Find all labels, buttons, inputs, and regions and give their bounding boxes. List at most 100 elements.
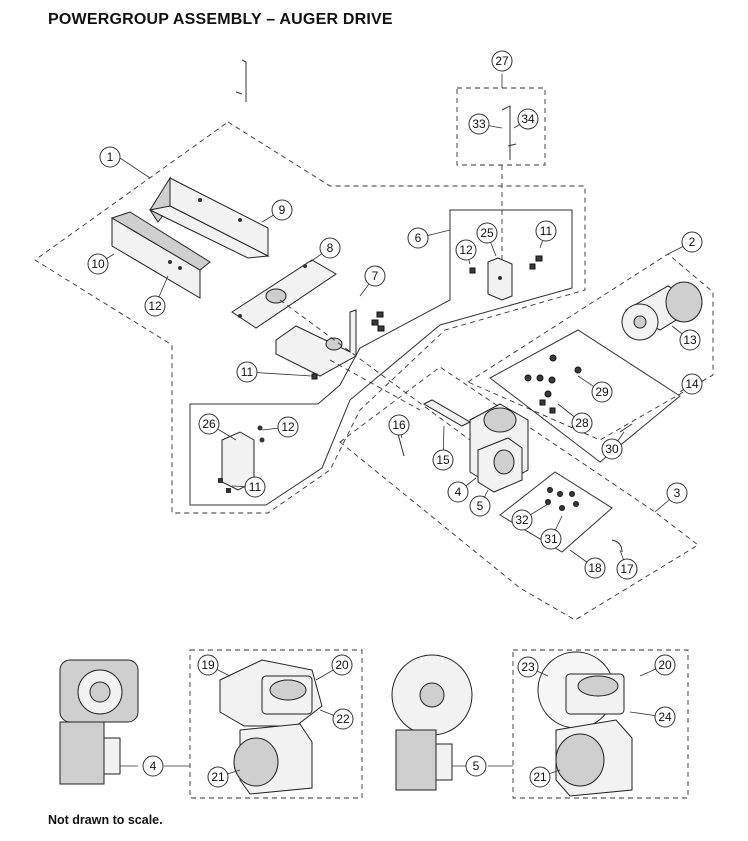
group-6-outline bbox=[189, 209, 573, 506]
callout-3-label: 3 bbox=[674, 486, 681, 500]
bracket-25-icon bbox=[487, 257, 513, 301]
callout-12c-label: 12 bbox=[281, 420, 295, 434]
scale-footnote: Not drawn to scale. bbox=[48, 813, 163, 827]
group-1-outline bbox=[34, 121, 586, 514]
callout-9-label: 9 bbox=[279, 203, 286, 217]
callout-20a: 20 bbox=[331, 654, 353, 676]
callout-21a-label: 21 bbox=[211, 770, 225, 784]
callout-14: 14 bbox=[681, 373, 703, 395]
callout-23: 23 bbox=[517, 656, 539, 678]
gearbox-5-detail-outline bbox=[512, 649, 689, 799]
callout-4a: 4 bbox=[447, 481, 469, 503]
callout-27: 27 bbox=[491, 50, 513, 72]
callout-24-label: 24 bbox=[658, 710, 672, 724]
callout-12b-label: 12 bbox=[459, 243, 473, 257]
callout-1: 1 bbox=[99, 146, 121, 168]
callout-11a-label: 11 bbox=[241, 365, 254, 379]
hitch-pin-icon bbox=[235, 59, 247, 102]
callout-2-label: 2 bbox=[689, 235, 696, 249]
leader-lines bbox=[97, 74, 693, 778]
callout-16: 16 bbox=[388, 414, 410, 436]
callout-23-label: 23 bbox=[521, 660, 535, 674]
page-title: POWERGROUP ASSEMBLY – AUGER DRIVE bbox=[48, 11, 393, 28]
hardware-kit-14-icon bbox=[524, 354, 582, 414]
callout-22-label: 22 bbox=[336, 712, 350, 726]
callout-30-label: 30 bbox=[605, 442, 619, 456]
callout-20a-label: 20 bbox=[335, 658, 349, 672]
callout-15-label: 15 bbox=[436, 453, 450, 467]
callout-12b: 12 bbox=[455, 239, 477, 261]
callout-25: 25 bbox=[476, 222, 498, 244]
callout-13-label: 13 bbox=[683, 333, 697, 347]
callout-31: 31 bbox=[540, 528, 562, 550]
mount-bracket-7-icon bbox=[275, 309, 357, 377]
callout-7-label: 7 bbox=[372, 269, 379, 283]
callout-32: 32 bbox=[511, 509, 533, 531]
callout-2: 2 bbox=[681, 231, 703, 253]
shaft-15-icon bbox=[422, 399, 472, 427]
callout-21b: 21 bbox=[529, 766, 551, 788]
callout-3: 3 bbox=[666, 482, 688, 504]
group-14-outline bbox=[489, 329, 681, 463]
callout-16-label: 16 bbox=[392, 418, 406, 432]
callout-1-label: 1 bbox=[107, 150, 114, 164]
callout-12a-label: 12 bbox=[148, 299, 162, 313]
callout-25-label: 25 bbox=[480, 226, 494, 240]
callout-5a-label: 5 bbox=[477, 499, 484, 513]
group-3-outline bbox=[339, 366, 699, 621]
axis-lines bbox=[279, 165, 503, 441]
callout-29-label: 29 bbox=[595, 385, 609, 399]
callout-19: 19 bbox=[197, 654, 219, 676]
callout-4b: 4 bbox=[142, 755, 164, 777]
gearbox-4-detail-outline bbox=[189, 649, 363, 799]
callout-34: 34 bbox=[517, 108, 539, 130]
rod-33-icon bbox=[501, 105, 511, 160]
callout-26-label: 26 bbox=[202, 417, 216, 431]
callout-7: 7 bbox=[364, 265, 386, 287]
callout-29: 29 bbox=[591, 381, 613, 403]
callout-20b-label: 20 bbox=[658, 658, 672, 672]
clip-17-icon bbox=[611, 539, 623, 553]
callout-28-label: 28 bbox=[575, 416, 589, 430]
callout-31-label: 31 bbox=[544, 532, 558, 546]
callout-18: 18 bbox=[584, 557, 606, 579]
angle-bracket-9-icon bbox=[148, 176, 270, 259]
callout-6-label: 6 bbox=[415, 231, 422, 245]
callout-10: 10 bbox=[87, 253, 109, 275]
callout-19-label: 19 bbox=[201, 658, 215, 672]
callout-24: 24 bbox=[654, 706, 676, 728]
callout-21a: 21 bbox=[207, 766, 229, 788]
callout-32-label: 32 bbox=[515, 513, 529, 527]
callout-11c-label: 11 bbox=[249, 480, 262, 494]
gearbox-5-detail-icon bbox=[537, 651, 633, 797]
callout-17-label: 17 bbox=[620, 562, 634, 576]
callout-13: 13 bbox=[679, 329, 701, 351]
callout-5a: 5 bbox=[469, 495, 491, 517]
gearbox-4-detail-icon bbox=[219, 659, 323, 795]
callout-11b-label: 11 bbox=[540, 224, 553, 238]
nuts-icon bbox=[469, 255, 543, 274]
gearbox-5-photo-icon bbox=[391, 654, 473, 791]
hardware-kit-18-icon bbox=[545, 487, 579, 511]
angle-bracket-10-icon bbox=[110, 211, 211, 299]
callout-12c: 12 bbox=[277, 416, 299, 438]
callout-17: 17 bbox=[616, 558, 638, 580]
callout-22: 22 bbox=[332, 708, 354, 730]
callout-14-label: 14 bbox=[685, 377, 699, 391]
bolts-icon bbox=[311, 311, 385, 380]
callout-6: 6 bbox=[407, 227, 429, 249]
callout-28: 28 bbox=[571, 412, 593, 434]
callout-33-label: 33 bbox=[472, 117, 486, 131]
callout-12a: 12 bbox=[144, 295, 166, 317]
callout-11a: 11 bbox=[236, 361, 258, 383]
callout-11c: 11 bbox=[244, 476, 266, 498]
callout-21b-label: 21 bbox=[533, 770, 547, 784]
callout-33: 33 bbox=[468, 113, 490, 135]
callout-5b: 5 bbox=[465, 755, 487, 777]
callout-20b: 20 bbox=[654, 654, 676, 676]
gearbox-assembly-icon bbox=[469, 403, 529, 493]
mounting-plate-8-icon bbox=[231, 259, 337, 329]
callout-27-label: 27 bbox=[495, 54, 509, 68]
callout-8: 8 bbox=[319, 237, 341, 259]
